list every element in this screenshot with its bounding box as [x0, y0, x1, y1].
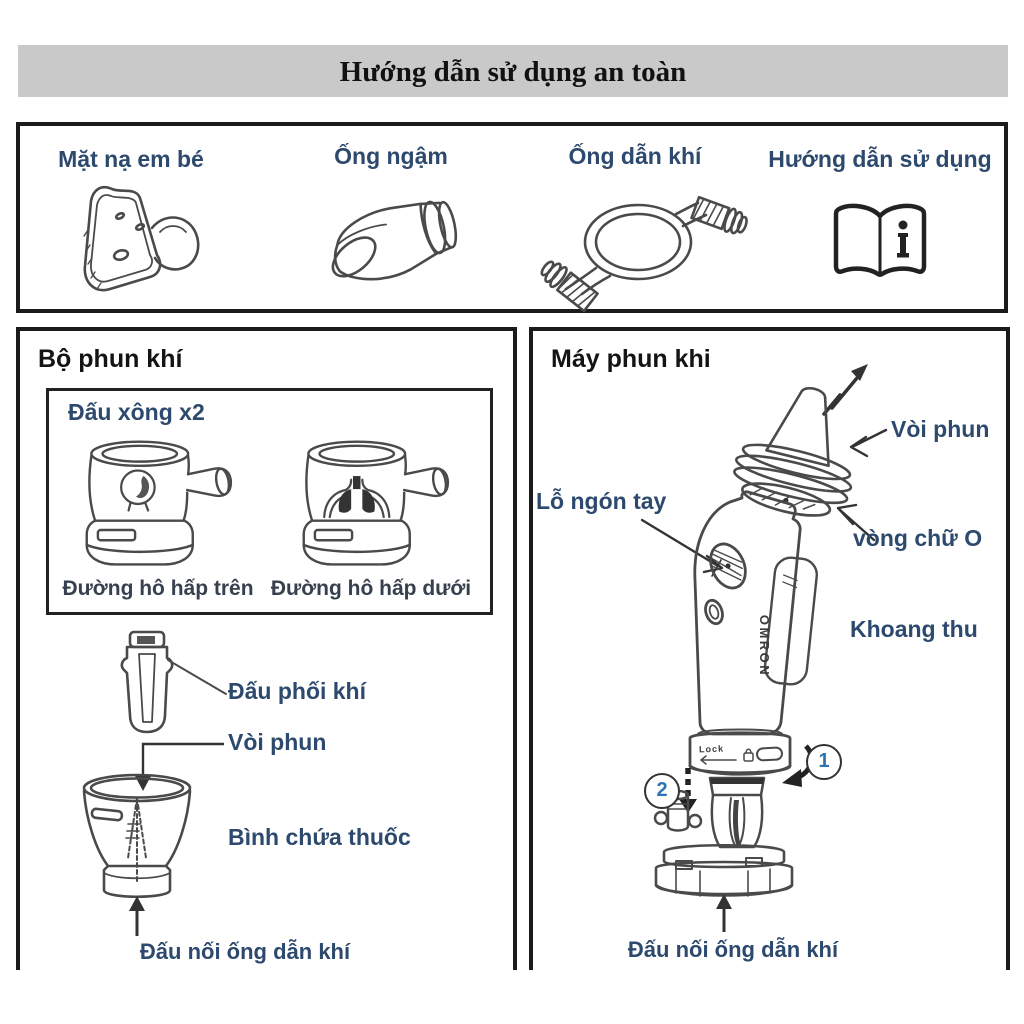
upper-airway-label: Đường hô hấp trên [62, 577, 254, 600]
mouthpiece-icon [331, 200, 458, 281]
unit-connector-arrow [716, 894, 732, 932]
part-label-mouthpiece: Ống ngậm [334, 143, 448, 169]
mesh-cap-lower-icon [302, 440, 450, 566]
part-label-baby-mask: Mặt nạ em bé [58, 146, 204, 172]
baby-mask-icon [83, 185, 200, 292]
medicine-cup-label: Bình chứa thuốc [228, 824, 411, 850]
nebulizer-kit-box [16, 327, 517, 970]
kit-connector-arrow [129, 896, 145, 936]
instruction-manual-icon [833, 203, 927, 277]
brand-label: OMRON [757, 614, 772, 678]
unit-nozzle-label: Vòi phun [891, 416, 990, 442]
chamber-label: Khoang thu [850, 616, 978, 642]
unit-title: Máy phun khi [551, 345, 711, 373]
part-label-air-tube: Ống dẫn khí [568, 143, 702, 169]
kit-nozzle-label: Vòi phun [228, 729, 327, 755]
unit-connector-label: Đấu nối ống dẫn khí [627, 937, 839, 962]
main-unit-body-icon [688, 490, 818, 776]
step-1-badge: 1 [806, 744, 842, 780]
page-title: Hướng dẫn sử dụng an toàn [18, 45, 1008, 97]
mesh-cap-upper-icon [85, 440, 233, 566]
unit-nozzle-arrow [849, 428, 888, 458]
kit-title: Bộ phun khí [38, 345, 183, 373]
finger-hole-label: Lỗ ngón tay [536, 488, 667, 514]
step-2-badge: 2 [644, 773, 680, 809]
finger-hole-arrow [640, 518, 724, 577]
air-tube-icon [540, 195, 748, 313]
o-ring-label: vòng chữ O [853, 525, 983, 551]
unit-base-icon [654, 843, 794, 897]
o-ring-arrow [836, 503, 876, 542]
part-label-manual: Hướng dẫn sử dụng [768, 146, 992, 172]
lower-airway-label: Đường hô hấp dưới [270, 577, 472, 600]
spray-direction-arrow [822, 364, 868, 416]
lock-label: Lock [698, 743, 725, 755]
unit-nozzle-cone-icon [733, 387, 853, 517]
mesh-caps-subbox [46, 388, 493, 615]
air-distributor-icon [120, 630, 227, 734]
air-distributor-label: Đấu phối khí [228, 678, 366, 704]
mesh-caps-title: Đấu xông x2 [68, 399, 205, 425]
kit-connector-label: Đấu nối ống dẫn khí [139, 939, 351, 964]
medicine-cup-icon [82, 773, 192, 899]
